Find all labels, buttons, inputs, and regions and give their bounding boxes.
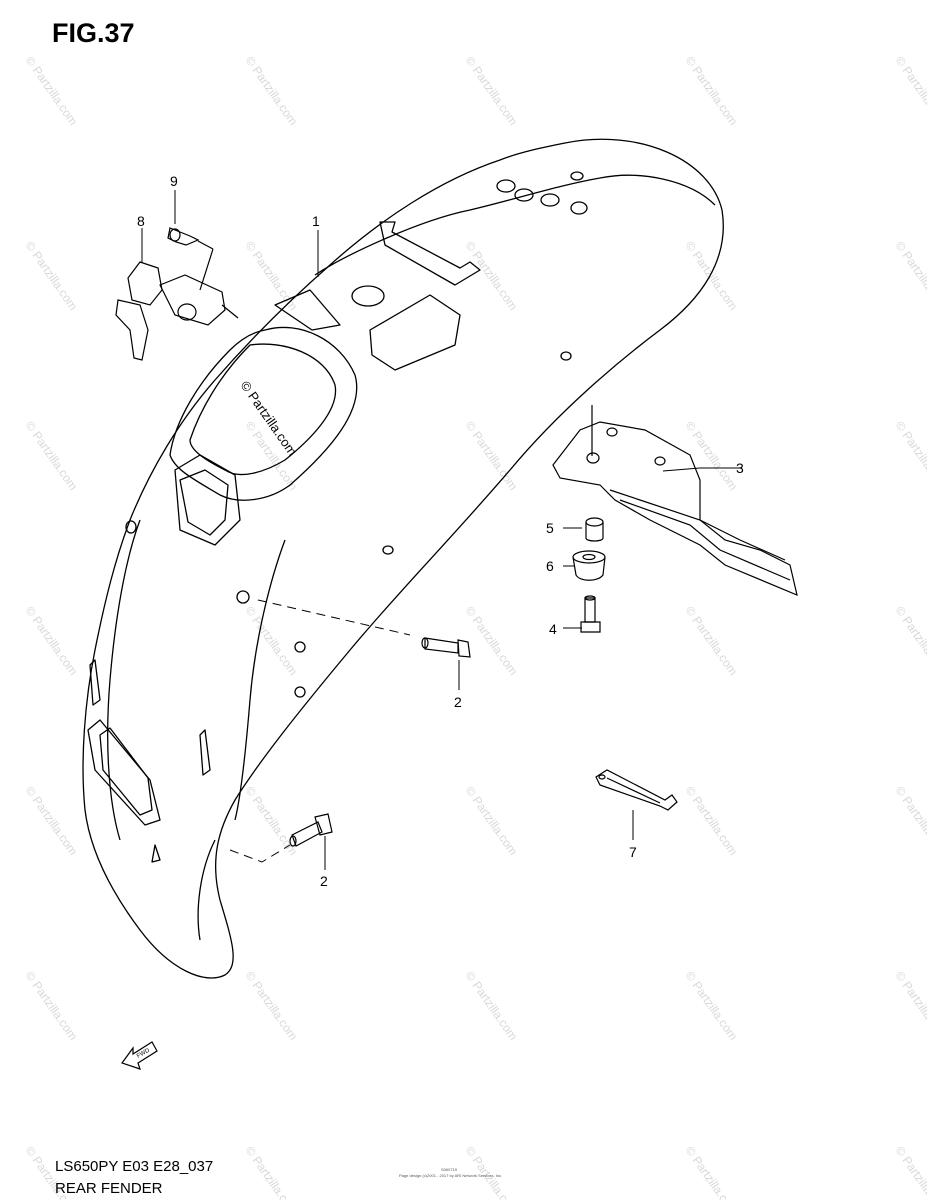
cushion-part[interactable] (572, 550, 606, 581)
watermark-text: © Partzilla.com (463, 604, 521, 678)
clamp-part[interactable] (595, 769, 678, 811)
watermark-text: © Partzilla.com (683, 54, 741, 128)
callout-2-upper: 2 (454, 694, 462, 710)
callout-labels: 1 2 2 3 4 5 6 7 8 9 (137, 173, 744, 889)
watermark-text: © Partzilla.com (23, 419, 81, 493)
bolt-part-2-lower[interactable] (289, 813, 333, 847)
callout-2-lower: 2 (320, 873, 328, 889)
watermark-text: © Partzilla.com (243, 1144, 301, 1200)
watermark-text: © Partzilla.com (893, 969, 927, 1043)
watermark-text: © Partzilla.com (243, 239, 301, 313)
watermark-text: © Partzilla.com (463, 54, 521, 128)
watermark-text: © Partzilla.com (893, 784, 927, 858)
watermark-text: © Partzilla.com (463, 784, 521, 858)
watermark-text: © Partzilla.com (243, 604, 301, 678)
watermark-layer: © Partzilla.com © Partzilla.com © Partzill… (23, 54, 927, 1200)
bolt-part-2-upper[interactable] (421, 637, 471, 658)
watermark-text: © Partzilla.com (683, 604, 741, 678)
watermark-text: © Partzilla.com (23, 604, 81, 678)
fine-print-copyright: Page design (c)2001 - 2017 by ARI Networ… (399, 1173, 503, 1178)
model-code: LS650PY E03 E28_037 (55, 1158, 214, 1175)
lock-with-keys-part[interactable] (115, 248, 239, 361)
figure-title: FIG.37 (52, 18, 135, 48)
callout-3: 3 (736, 460, 744, 476)
watermark-text: © Partzilla.com (893, 239, 927, 313)
watermark-text: © Partzilla.com (683, 419, 741, 493)
watermark-text: © Partzilla.com (23, 239, 81, 313)
watermark-text: © Partzilla.com (243, 784, 301, 858)
watermark-text: © Partzilla.com (893, 1144, 927, 1200)
watermark-text: © Partzilla.com (463, 419, 521, 493)
bolt-part-4[interactable] (580, 595, 601, 633)
watermark-text: © Partzilla.com (243, 54, 301, 128)
watermark-text: © Partzilla.com (243, 969, 301, 1043)
spacer-part[interactable] (585, 517, 604, 542)
watermark-text: © Partzilla.com (23, 54, 81, 128)
section-name: REAR FENDER (55, 1180, 163, 1197)
watermark-text: © Partzilla.com (683, 969, 741, 1043)
callout-6: 6 (546, 558, 554, 574)
watermark-text: © Partzilla.com (893, 54, 927, 128)
watermark-text: © Partzilla.com (683, 784, 741, 858)
callout-7: 7 (629, 844, 637, 860)
callout-4: 4 (549, 621, 557, 637)
watermark-text: © Partzilla.com (463, 1144, 521, 1200)
callout-1: 1 (312, 213, 320, 229)
watermark-text: © Partzilla.com (893, 419, 927, 493)
fine-print-code: S060719 (441, 1167, 458, 1172)
watermark-text: © Partzilla.com (463, 969, 521, 1043)
screw-part[interactable] (167, 227, 214, 250)
watermark-text: © Partzilla.com (893, 604, 927, 678)
callout-5: 5 (546, 520, 554, 536)
watermark-text: © Partzilla.com (683, 1144, 741, 1200)
bracket-part[interactable] (552, 405, 798, 597)
watermark-text: © Partzilla.com (23, 784, 81, 858)
callout-8: 8 (137, 213, 145, 229)
rear-fender-part[interactable] (82, 138, 724, 979)
forward-arrow-icon: FWD (121, 1041, 158, 1070)
watermark-text: © Partzilla.com (23, 969, 81, 1043)
callout-9: 9 (170, 173, 178, 189)
callout-leaders (141, 190, 742, 870)
leader-dashes (229, 599, 411, 863)
